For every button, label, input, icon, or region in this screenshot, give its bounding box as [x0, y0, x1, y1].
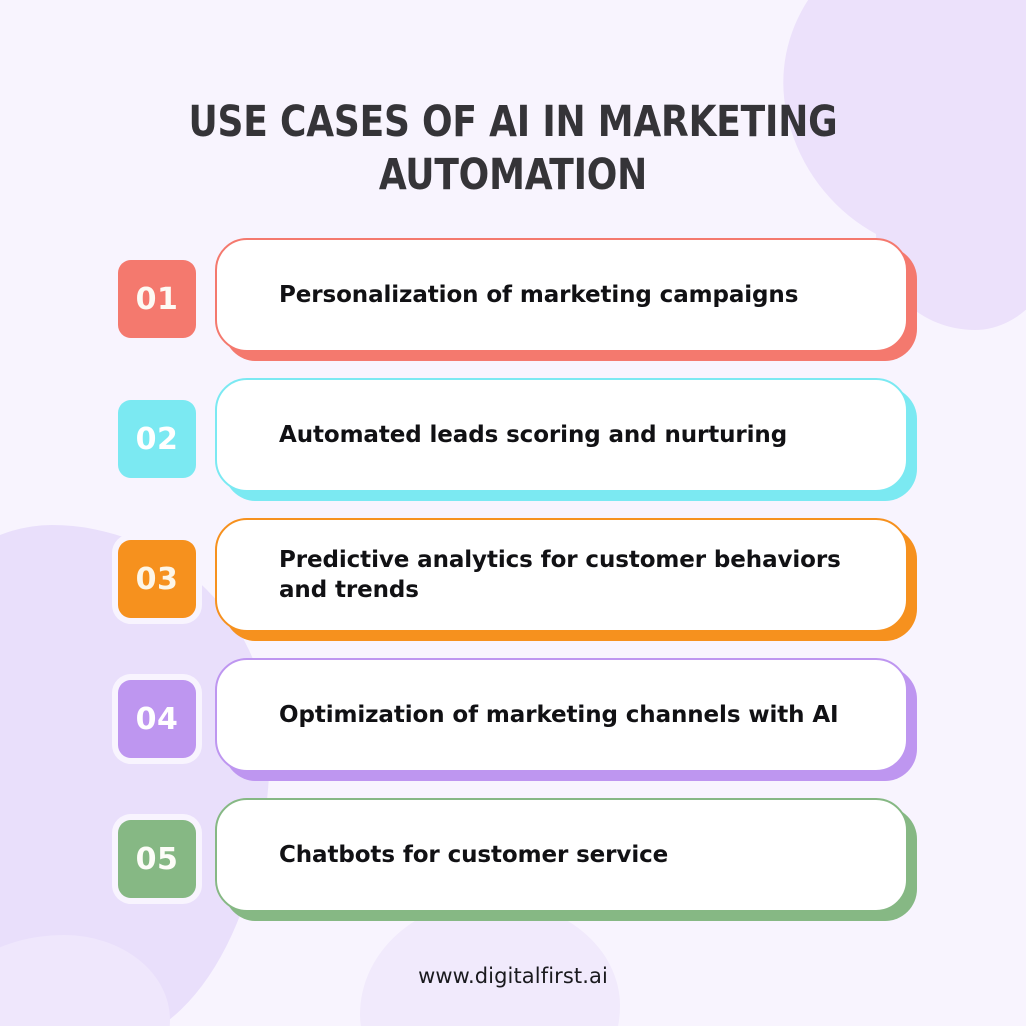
item-card-wrapper: Predictive analytics for customer behavi…	[215, 518, 917, 641]
page-title: USE CASES OF AI IN MARKETING AUTOMATION	[188, 97, 838, 200]
footer-url: www.digitalfirst.ai	[418, 964, 608, 988]
item-card-02[interactable]: Automated leads scoring and nurturing	[215, 378, 908, 492]
item-card-01[interactable]: Personalization of marketing campaigns	[215, 238, 908, 352]
list-item-04[interactable]: 04 Optimization of marketing channels wi…	[118, 658, 917, 781]
item-number-label: 04	[135, 701, 179, 737]
item-card-text: Optimization of marketing channels with …	[279, 702, 839, 728]
item-number-badge-02: 02	[118, 400, 196, 478]
list-item-01[interactable]: 01 Personalization of marketing campaign…	[118, 238, 917, 361]
item-card-04[interactable]: Optimization of marketing channels with …	[215, 658, 908, 772]
item-number-label: 03	[135, 561, 179, 597]
item-number-label: 05	[135, 841, 179, 877]
item-card-text: Personalization of marketing campaigns	[279, 282, 799, 308]
use-case-list: 01 Personalization of marketing campaign…	[118, 238, 917, 921]
item-number-badge-03: 03	[118, 540, 196, 618]
list-item-02[interactable]: 02 Automated leads scoring and nurturing	[118, 378, 917, 501]
item-card-03[interactable]: Predictive analytics for customer behavi…	[215, 518, 908, 632]
item-card-text: Chatbots for customer service	[279, 842, 669, 868]
item-number-badge-05: 05	[118, 820, 196, 898]
item-number-badge-04: 04	[118, 680, 196, 758]
item-number-label: 01	[135, 281, 179, 317]
item-number-badge-01: 01	[118, 260, 196, 338]
item-card-wrapper: Automated leads scoring and nurturing	[215, 378, 917, 501]
item-card-wrapper: Optimization of marketing channels with …	[215, 658, 917, 781]
item-card-wrapper: Chatbots for customer service	[215, 798, 917, 921]
item-number-label: 02	[135, 421, 179, 457]
list-item-03[interactable]: 03 Predictive analytics for customer beh…	[118, 518, 917, 641]
item-card-05[interactable]: Chatbots for customer service	[215, 798, 908, 912]
list-item-05[interactable]: 05 Chatbots for customer service	[118, 798, 917, 921]
item-card-text: Automated leads scoring and nurturing	[279, 422, 788, 448]
item-card-text: Predictive analytics for customer behavi…	[279, 547, 841, 603]
item-card-wrapper: Personalization of marketing campaigns	[215, 238, 917, 361]
